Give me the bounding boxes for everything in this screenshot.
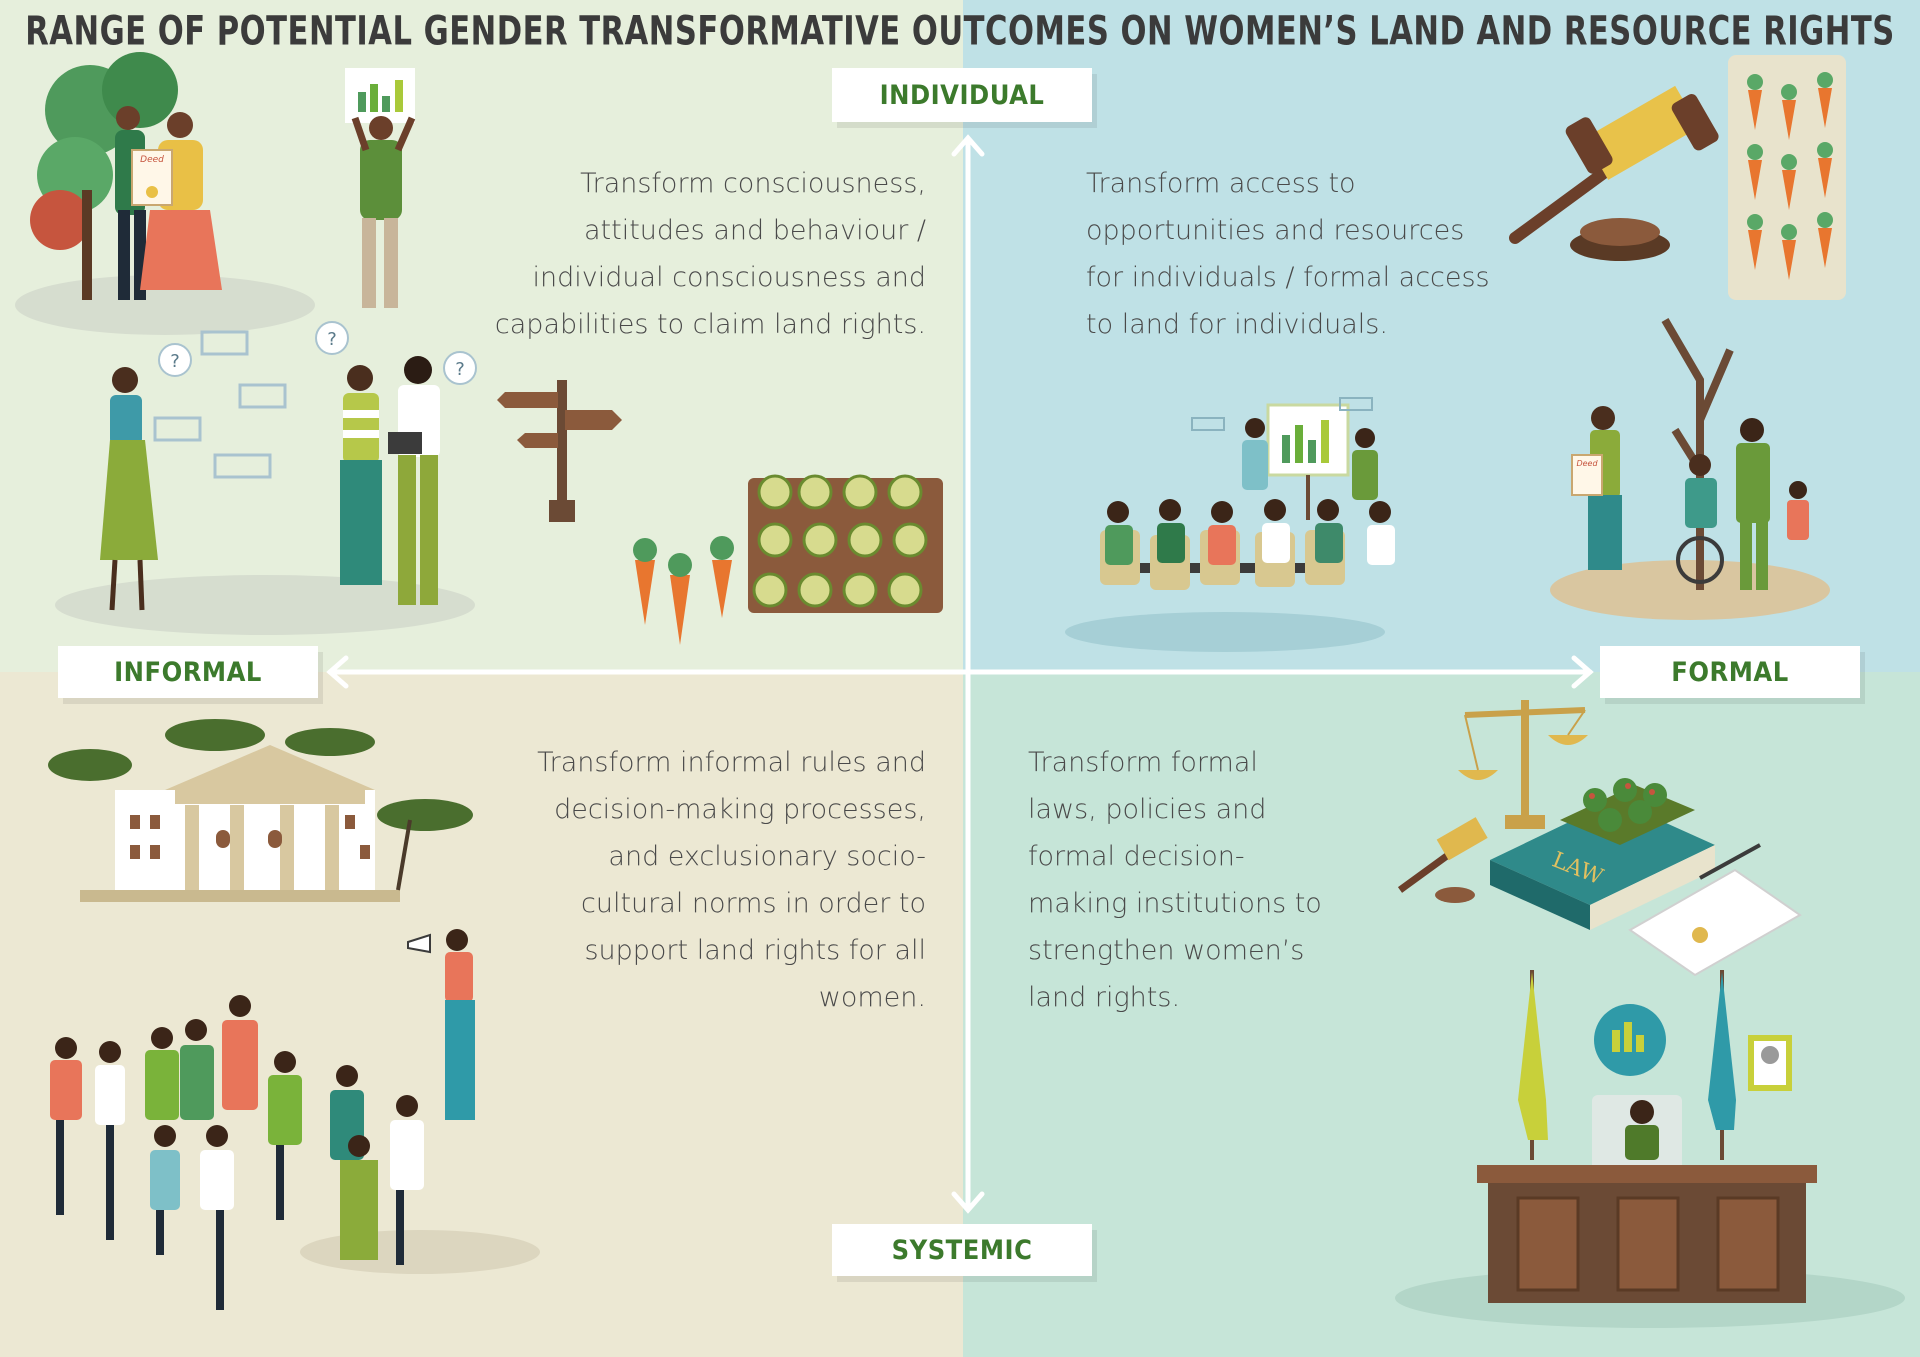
carrot-banner-illustration <box>1728 55 1846 300</box>
scales-and-law-book-illustration: LAW <box>1397 700 1802 977</box>
label-informal: INFORMAL <box>58 646 318 698</box>
meeting-illustration <box>1065 397 1395 652</box>
family-with-deed-illustration: Deed <box>1550 317 1830 620</box>
deed-right-text: Deed <box>1576 459 1598 468</box>
text-individual-informal: Transform consciousness, attitudes and b… <box>494 168 926 340</box>
protest-crowd-illustration <box>50 929 540 1310</box>
label-formal: FORMAL <box>1600 646 1860 698</box>
crops-field-illustration <box>633 474 943 645</box>
text-systemic-formal: Transform formal laws, policies and form… <box>1028 747 1322 1013</box>
label-individual: INDIVIDUAL <box>832 68 1092 122</box>
axes <box>326 134 1594 1214</box>
page-title: RANGE OF POTENTIAL GENDER TRANSFORMATIVE… <box>25 8 1895 56</box>
text-individual-formal: Transform access to opportunities and re… <box>1086 168 1490 340</box>
courtroom-illustration <box>1395 970 1905 1328</box>
text-systemic-informal: Transform informal rules and decision-ma… <box>537 747 926 1013</box>
deed-left-text: Deed <box>140 155 164 165</box>
person-holding-sign-illustration <box>345 68 416 308</box>
signpost-illustration <box>497 380 622 522</box>
svg-text:?: ? <box>327 329 337 350</box>
svg-text:?: ? <box>455 359 465 380</box>
discussing-people-illustration: ? ? ? <box>55 321 477 635</box>
couple-with-deed-illustration: Deed <box>15 52 315 335</box>
institution-building-illustration <box>48 719 473 902</box>
svg-text:?: ? <box>170 351 180 372</box>
label-systemic: SYSTEMIC <box>832 1224 1092 1276</box>
gavel-illustration <box>1509 85 1719 261</box>
